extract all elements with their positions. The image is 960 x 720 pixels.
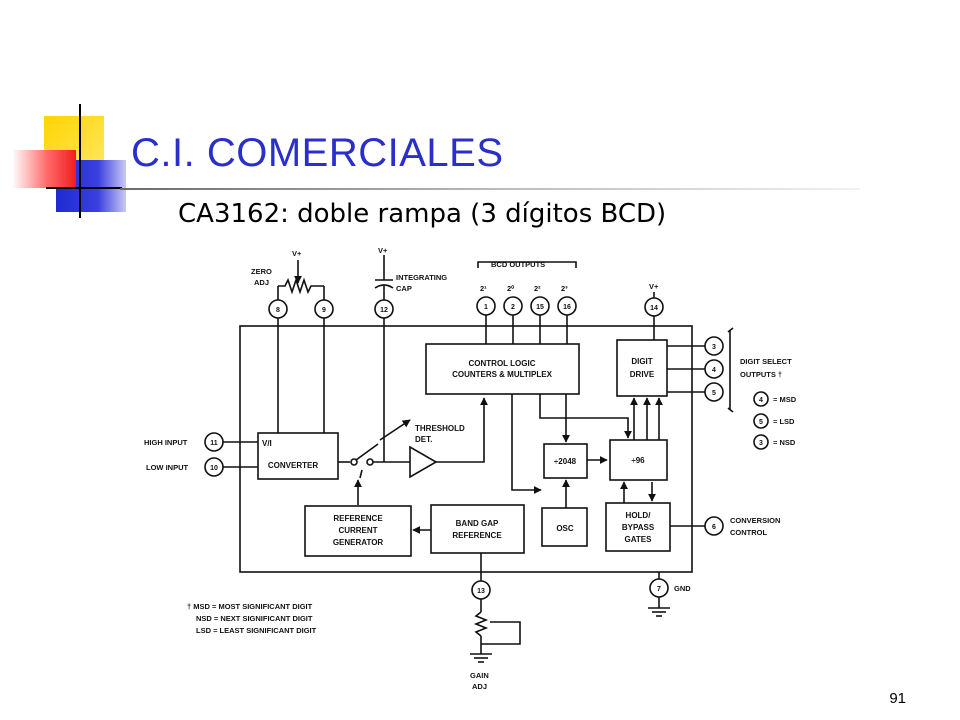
key-pin-5 [753, 413, 769, 429]
digit-select-label: DIGIT SELECT [740, 357, 792, 366]
digit-label: DIGIT [631, 357, 652, 366]
msd-label: = MSD [773, 395, 797, 404]
integrating-label: INTEGRATING [396, 273, 447, 282]
bandgap-label: BAND GAP [456, 519, 499, 528]
lsd-label: = LSD [773, 417, 795, 426]
pin-15-number: 15 [536, 304, 544, 311]
bandgap-block [430, 504, 525, 554]
high-input-label: HIGH INPUT [144, 438, 188, 447]
pin-16-number: 16 [563, 304, 571, 311]
det-label: DET. [415, 435, 432, 444]
pin-1-number: 1 [484, 304, 488, 311]
osc-label: OSC [556, 524, 574, 533]
pin-4-number: 4 [712, 367, 716, 374]
gnd-label: GND [674, 584, 691, 593]
key-pin-3 [753, 434, 769, 450]
vi-converter-block [257, 432, 339, 480]
div2048-label: ÷2048 [554, 457, 577, 466]
threshold-label: THRESHOLD [415, 424, 465, 433]
bit-2-0-label: 2⁰ [507, 284, 515, 293]
bit-2-2-label: 2² [534, 284, 541, 293]
pin-5-number: 5 [712, 390, 716, 397]
digit-drive-block [616, 339, 668, 397]
generator-label: GENERATOR [333, 538, 384, 547]
pin-3-number: 3 [712, 344, 716, 351]
key-pin-4 [753, 391, 769, 407]
drive-label: DRIVE [630, 370, 655, 379]
threshold-comparator [409, 445, 438, 479]
pin-6-number: 6 [712, 524, 716, 531]
gain-label: GAIN [470, 671, 489, 680]
low-input-label: LOW INPUT [146, 463, 188, 472]
control-logic-block [425, 343, 580, 395]
div2048-block [543, 443, 588, 479]
pin-9-number: 9 [322, 307, 326, 314]
footnote-nsd: NSD = NEXT SIGNIFICANT DIGIT [196, 614, 313, 623]
key-pin-5-number: 5 [759, 419, 763, 426]
vplus-zero-label: V+ [292, 249, 302, 258]
bcd-outputs-label: BCD OUTPUTS [491, 260, 545, 269]
vplus-drive-label: V+ [649, 282, 659, 291]
osc-block [541, 507, 588, 547]
bit-2-3-label: 2³ [561, 284, 568, 293]
converter-label: CONVERTER [268, 461, 318, 470]
pin-10-number: 10 [210, 465, 218, 472]
outputs-label: OUTPUTS † [740, 370, 782, 379]
current-label: CURRENT [338, 526, 377, 535]
pin-14-number: 14 [650, 305, 658, 312]
vplus-cap-label: V+ [378, 246, 388, 255]
slide-subtitle: CA3162: doble rampa (3 dígitos BCD) [178, 199, 667, 229]
div96-label: ÷96 [631, 456, 645, 465]
pin-8-number: 8 [276, 307, 280, 314]
bypass-label: BYPASS [622, 523, 655, 532]
pin-7-number: 7 [657, 586, 661, 593]
zero-label: ZERO [251, 267, 272, 276]
page-number: 91 [889, 690, 906, 707]
pin-2-number: 2 [511, 304, 515, 311]
chip-outline [239, 325, 693, 573]
zero-adj-label: ADJ [254, 278, 269, 287]
bit-2-1-label: 2¹ [480, 284, 487, 293]
gates-label: GATES [625, 535, 653, 544]
pin-13-number: 13 [477, 588, 485, 595]
cap-label: CAP [396, 284, 412, 293]
decor-horizontal-line [46, 187, 122, 189]
control-label: CONTROL [730, 528, 767, 537]
key-pin-3-number: 3 [759, 440, 763, 447]
title-underline [120, 188, 860, 190]
pin-11-number: 11 [210, 440, 218, 447]
hold-label: HOLD/ [626, 511, 652, 520]
reference-label: REFERENCE [333, 514, 383, 523]
decor-vertical-line [79, 104, 81, 218]
counters-label: COUNTERS & MULTIPLEX [452, 370, 553, 379]
slide-title: C.I. COMERCIALES [131, 131, 504, 175]
vi-label: V/I [262, 439, 272, 448]
footnote-msd: † MSD = MOST SIGNIFICANT DIGIT [187, 602, 313, 611]
div96-block [609, 439, 668, 481]
gain-adj-label: ADJ [472, 682, 487, 691]
ref-current-block [304, 505, 412, 557]
hold-bypass-block [605, 502, 671, 552]
footnote-lsd: LSD = LEAST SIGNIFICANT DIGIT [196, 626, 317, 635]
control-logic-label: CONTROL LOGIC [469, 359, 536, 368]
bandgap-reference-label: REFERENCE [452, 531, 502, 540]
decor-red-bar [12, 150, 76, 188]
pin-12-number: 12 [380, 307, 388, 314]
key-pin-4-number: 4 [759, 397, 763, 404]
conversion-label: CONVERSION [730, 516, 780, 525]
nsd-label: = NSD [773, 438, 796, 447]
